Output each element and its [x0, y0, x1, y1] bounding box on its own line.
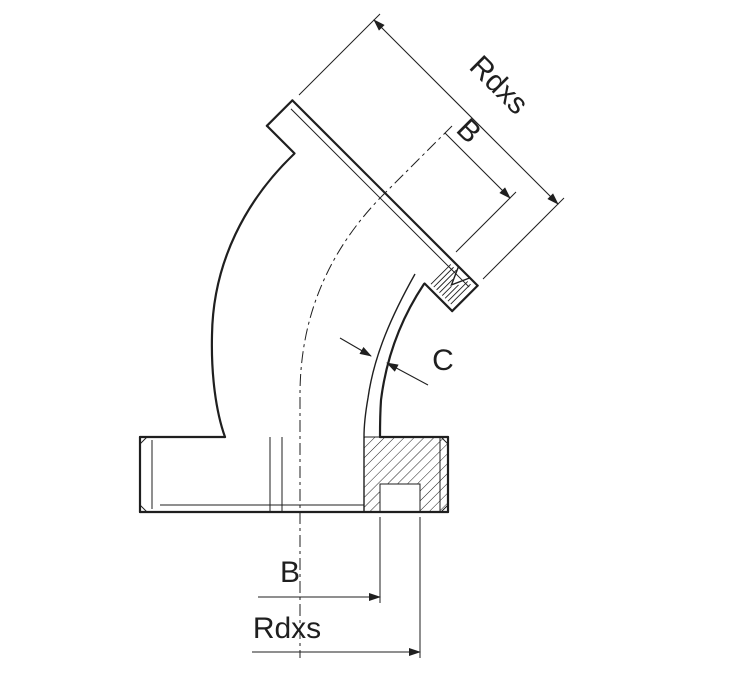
top-flange-groove	[450, 266, 471, 287]
dim-label-rdxs-bottom: Rdxs	[253, 612, 321, 645]
rdxs-top-extension-1	[298, 13, 381, 96]
inner-bore-curve	[363, 273, 416, 438]
b-top-extension	[455, 191, 517, 253]
elbow-tube	[210, 152, 426, 439]
bottom-flange-chamfer-right-bottom	[440, 504, 449, 513]
top-flange-hatching	[430, 264, 471, 305]
outer-bend-curve	[210, 152, 296, 439]
dimension-c-wall: C	[339, 337, 454, 386]
rdxs-top-extension-2	[482, 197, 565, 280]
dim-label-rdxs-top: Rdxs	[463, 49, 535, 121]
rdxs-top-dimension-line	[373, 19, 559, 205]
dim-label-b-bottom: B	[280, 556, 300, 589]
top-flange-side-left	[265, 99, 294, 127]
top-flange-back-right	[423, 282, 454, 313]
c-arrow-left	[339, 337, 372, 357]
bottom-flange-chamfer-left-bottom	[139, 504, 148, 513]
bottom-flange-section-hatch	[363, 436, 449, 513]
bottom-flange-chamfer-left-top	[139, 436, 148, 445]
top-flange-side-right	[451, 284, 479, 313]
bottom-flange	[138, 435, 450, 514]
b-top-dimension-line	[444, 132, 511, 199]
dim-label-b-top: B	[450, 113, 487, 150]
inner-bend-curve	[378, 282, 426, 439]
dimension-rdxs-bottom: Rdxs	[252, 517, 421, 658]
dimension-b-top: B	[444, 113, 517, 253]
top-flange-back-left	[265, 124, 296, 155]
dim-label-c: C	[432, 344, 454, 377]
dimension-b-bottom: B	[258, 517, 381, 603]
top-flange-face-chamfer	[290, 108, 470, 288]
bend-centerline	[299, 125, 453, 658]
c-arrow-right	[386, 362, 429, 386]
bottom-flange-chamfer-right-top	[440, 436, 449, 445]
